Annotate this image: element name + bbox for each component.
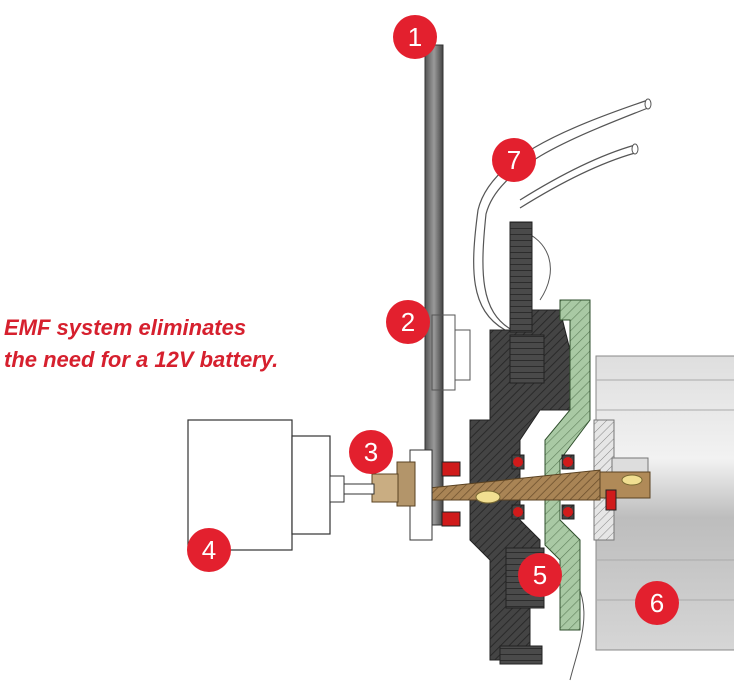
caption-line-2: the need for a 12V battery.	[4, 347, 279, 372]
callout-5-label: 5	[533, 560, 547, 590]
callout-2: 2	[386, 300, 430, 344]
battery-caption: EMF system eliminates the need for a 12V…	[4, 312, 364, 376]
drive-shaft	[409, 469, 651, 504]
callout-3-label: 3	[364, 437, 378, 467]
coupling	[339, 449, 433, 541]
callout-4: 4	[187, 528, 231, 572]
caption-line-1: EMF system eliminates	[4, 315, 247, 340]
callout-6-label: 6	[650, 588, 664, 618]
callout-2-label: 2	[401, 307, 415, 337]
callout-4-label: 4	[202, 535, 216, 565]
callout-7: 7	[492, 138, 536, 182]
callout-6: 6	[635, 581, 679, 625]
throttle-rod	[424, 44, 471, 526]
callout-3: 3	[349, 430, 393, 474]
callout-7-label: 7	[507, 145, 521, 175]
bearings	[441, 454, 617, 527]
callout-1: 1	[393, 15, 437, 59]
callout-1-label: 1	[408, 22, 422, 52]
mounting-flange	[544, 299, 591, 631]
callout-5: 5	[518, 553, 562, 597]
